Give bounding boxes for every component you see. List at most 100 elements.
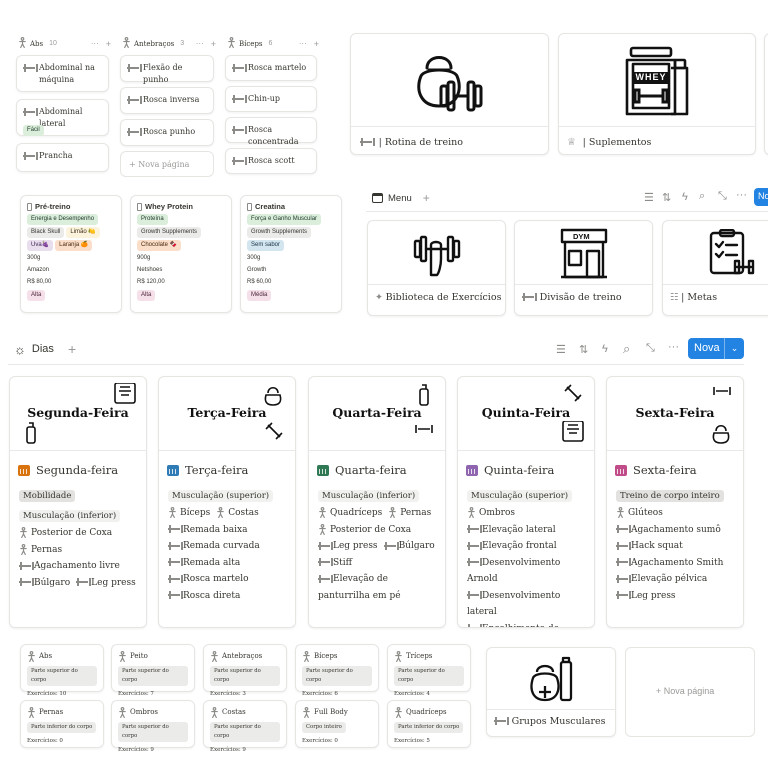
body-part-tag: Parte superior do corpo (210, 666, 280, 686)
exercise-row: Hack squat (616, 538, 737, 555)
board-card[interactable]: Rosca inversa (120, 87, 214, 114)
board-card[interactable]: Rosca punho (120, 119, 214, 146)
menu-card-metas[interactable]: ☷ | Metas (662, 220, 768, 316)
menu-card-biblioteca[interactable]: ✦ Biblioteca de Exercícios (367, 220, 506, 316)
gallery-card-partial[interactable] (764, 33, 768, 155)
exercise-link[interactable]: Elevação frontal (482, 541, 557, 551)
exercise-link[interactable]: Elevação pélvica (631, 574, 708, 584)
exercise-link[interactable]: Quadríceps (330, 508, 383, 518)
gallery-card-suplementos[interactable]: WHEY ♕ | Suplementos (558, 33, 756, 155)
exercise-link[interactable]: Elevação lateral (482, 524, 556, 535)
sort-icon[interactable]: ⇅ (662, 192, 672, 204)
column-more-icon[interactable]: ··· (90, 39, 99, 48)
exercise-link[interactable]: Leg press (333, 541, 378, 551)
supplement-price: R$ 120,00 (137, 279, 165, 285)
board-card[interactable]: Abdominal na máquina (16, 55, 109, 92)
exercise-link[interactable]: Pernas (31, 544, 63, 555)
exercise-link[interactable]: Bíceps (180, 508, 211, 518)
exercise-link[interactable]: Glúteos (628, 508, 663, 518)
exercise-link[interactable]: Rosca martelo (183, 574, 249, 584)
new-button-partial[interactable]: No (754, 188, 768, 206)
search-icon[interactable]: ⌕ (699, 190, 706, 202)
exercise-link[interactable]: Agachamento Smith (631, 557, 724, 568)
filter-icon[interactable]: ☰ (644, 192, 654, 204)
exercise-link[interactable]: Stiff (333, 557, 353, 568)
filter-icon[interactable]: ☰ (556, 344, 566, 356)
exercise-link[interactable]: Búlgaro (398, 541, 435, 551)
day-title: Sexta-feira (633, 463, 697, 477)
sort-icon[interactable]: ⇅ (579, 344, 589, 356)
more-icon[interactable]: ··· (668, 341, 679, 353)
exercise-row: Stiff (318, 555, 439, 572)
add-view-button[interactable]: + (67, 341, 77, 357)
gallery-card-grupos[interactable]: Grupos Musculares (486, 647, 616, 737)
board-card[interactable]: Rosca concentrada (225, 117, 317, 146)
column-more-icon[interactable]: ··· (195, 39, 204, 48)
person-icon (118, 707, 127, 719)
exercise-link[interactable]: Elevação de panturrilha em pé (318, 574, 401, 601)
expand-icon[interactable]: ⤡ (646, 342, 655, 354)
more-icon[interactable]: ··· (736, 189, 747, 201)
board-card[interactable]: Rosca martelo (225, 55, 317, 81)
exercise-link[interactable]: Búlgaro (34, 577, 71, 588)
new-page-button[interactable]: + Nova página (120, 151, 214, 177)
search-icon[interactable]: ⌕ (623, 341, 631, 356)
expand-icon[interactable]: ⤡ (718, 190, 727, 202)
exercise-link[interactable]: Desenvolvimento Arnold (467, 557, 561, 585)
column-add-icon[interactable]: + (105, 38, 111, 49)
exercise-link[interactable]: Costas (228, 508, 259, 518)
add-view-button[interactable]: + (422, 191, 430, 205)
exercise-link[interactable]: Agachamento livre (34, 561, 120, 571)
exercise-row: Agachamento sumô (616, 522, 737, 539)
chevron-down-icon[interactable]: ⌄ (724, 338, 744, 359)
exercise-link[interactable]: Rosca direta (183, 590, 241, 601)
column-more-icon[interactable]: ··· (298, 39, 307, 48)
lightning-icon[interactable]: ϟ (682, 191, 688, 203)
exercise-link[interactable]: Leg press (631, 590, 676, 601)
board-card[interactable]: Chin-up (225, 86, 317, 112)
lightning-icon[interactable]: ϟ (602, 343, 608, 355)
person-icon (227, 37, 236, 50)
menu-card-divisao[interactable]: DYM Divisão de treino (514, 220, 653, 316)
column-add-icon[interactable]: + (313, 38, 319, 49)
exercise-link[interactable]: Pernas (400, 508, 432, 518)
exercise-link[interactable]: Remada curvada (183, 541, 260, 551)
exercise-link[interactable]: Remada alta (183, 557, 241, 568)
exercise-link[interactable]: Encolhimento de ombros (467, 624, 559, 628)
board-card[interactable]: Rosca scott (225, 148, 317, 174)
new-page-card[interactable]: + Nova página (625, 647, 755, 737)
exercise-link[interactable]: Agachamento sumô (631, 524, 721, 535)
board-card[interactable]: Flexão de punho (120, 55, 214, 84)
exercise-link[interactable]: Ombros (479, 508, 516, 518)
exercise-link[interactable]: Hack squat (631, 541, 683, 551)
exercise-link[interactable]: Leg press (91, 577, 136, 588)
column-add-icon[interactable]: + (210, 38, 216, 49)
exercise-link[interactable]: Posterior de Coxa (330, 524, 412, 535)
exercise-link[interactable]: Remada baixa (183, 524, 248, 535)
exercise-link[interactable]: Desenvolvimento lateral (467, 590, 561, 618)
new-button[interactable]: Nova ⌄ (688, 338, 744, 359)
board-card[interactable]: Prancha (16, 143, 109, 172)
gallery-card-rotina[interactable]: | Rotina de treino (350, 33, 549, 155)
exercise-link[interactable]: Posterior de Coxa (31, 528, 113, 538)
exercise-row: Desenvolvimento lateral (467, 588, 588, 621)
